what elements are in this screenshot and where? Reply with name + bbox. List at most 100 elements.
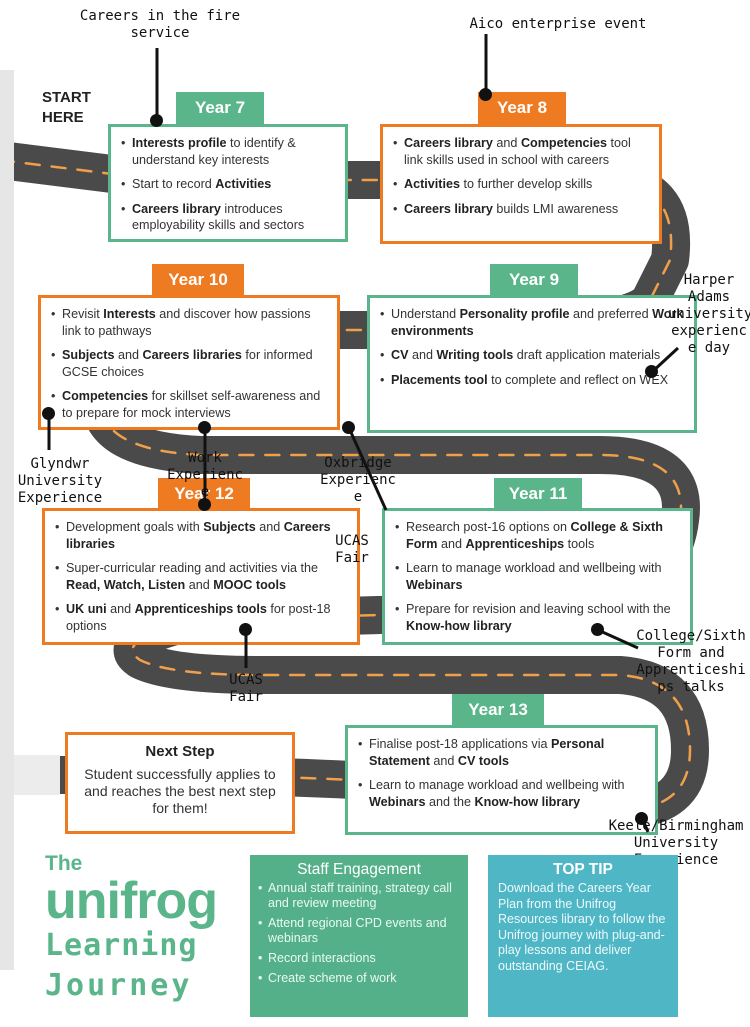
year11-card: Research post-16 options on College & Si…	[382, 508, 693, 645]
bullet-text: Learn to manage workload and wellbeing w…	[369, 778, 625, 792]
bullet-bold-text: Interests	[103, 307, 156, 321]
bullet-text: and	[255, 520, 284, 534]
bullet-bold-text: Careers library	[404, 201, 493, 216]
bullet-item: Competencies for skillset self-awareness…	[51, 388, 327, 421]
year11-list: Research post-16 options on College & Si…	[393, 519, 680, 634]
staff-item: Create scheme of work	[258, 971, 468, 986]
fire-service-pin	[150, 114, 163, 127]
bullet-item: Placements tool to complete and reflect …	[380, 372, 684, 389]
bullet-bold-text: Careers library	[404, 136, 493, 150]
bullet-text: for informed GCSE choices	[62, 348, 313, 379]
annotation-harper-adams: Harper Adams university experienc e day	[668, 272, 750, 356]
next-step-card: Next Step Student successfully applies t…	[65, 732, 295, 834]
brand-journey: Journey	[45, 968, 193, 1003]
top-tip-title: TOP TIP	[553, 861, 613, 878]
bullet-text: Revisit	[62, 307, 104, 321]
staff-engagement-title: Staff Engagement	[297, 861, 421, 878]
bullet-bold-text: Careers library	[132, 201, 221, 216]
bullet-item: Subjects and Careers libraries for infor…	[51, 347, 327, 380]
work-experience-pin-2	[198, 498, 211, 511]
year12-list: Development goals with Subjects and Care…	[53, 519, 347, 634]
ucas-fair-pin	[239, 623, 252, 636]
bullet-text: for post-18 options	[66, 602, 331, 633]
annotation-oxbridge: Oxbridge Experienc e	[320, 455, 396, 505]
bullet-bold-text: CV	[391, 348, 409, 362]
bullet-item: Research post-16 options on College & Si…	[395, 519, 680, 552]
bullet-bold-text: Competencies	[520, 136, 608, 150]
year9-tab: Year 9	[490, 264, 578, 296]
year12-card: Development goals with Subjects and Care…	[42, 508, 360, 645]
year8-tab: Year 8	[478, 92, 566, 124]
next-step-title: Next Step	[145, 743, 215, 760]
year8-list: Careers library and Competencies tool li…	[391, 135, 649, 217]
bullet-bold-text: College & Sixth Form	[406, 520, 663, 551]
bullet-item: Careers library introduces employability…	[121, 201, 335, 234]
year11-tab: Year 11	[494, 478, 582, 510]
annotation-work-experience: Work Experienc e	[167, 450, 243, 500]
staff-engagement-list: Annual staff training, strategy call and…	[250, 881, 468, 986]
bullet-text: Finalise post-18 applications via	[369, 737, 552, 751]
bullet-text: and	[114, 348, 143, 362]
bullet-item: Understand Personality profile and prefe…	[380, 306, 684, 339]
bullet-item: Careers library and Competencies tool li…	[393, 135, 649, 168]
bullet-item: CV and Writing tools draft application m…	[380, 347, 684, 364]
bullet-bold-text: Competencies	[62, 389, 149, 403]
bullet-bold-text: Writing tools	[436, 348, 514, 362]
bullet-text: Super-curricular reading and activities …	[66, 561, 318, 575]
annotation-ucas-fair-2: UCAS Fair	[229, 672, 263, 705]
aico-pin	[479, 88, 492, 101]
year13-list: Finalise post-18 applications via Person…	[356, 736, 645, 810]
bullet-text: and	[185, 577, 214, 592]
harper-pin	[645, 365, 658, 378]
bullet-text: and	[437, 536, 466, 551]
bullet-bold-text: Subjects	[62, 348, 115, 362]
bullet-text: tools	[564, 536, 595, 551]
bullet-bold-text: Work environments	[391, 307, 684, 338]
brand-learning: Learning	[45, 928, 198, 963]
bullet-item: UK uni and Apprenticeships tools for pos…	[55, 601, 347, 634]
bullet-text: and discover how passions link to pathwa…	[62, 307, 311, 338]
keele-pin	[635, 812, 648, 825]
bullet-text: and	[492, 136, 521, 150]
bullet-text: Research post-16 options on	[406, 520, 571, 534]
work-experience-pin	[198, 421, 211, 434]
bullet-text: Learn to manage workload and wellbeing w…	[406, 561, 662, 575]
start-here-label: START HERE	[42, 89, 91, 126]
staff-engagement-panel: Staff Engagement Annual staff training, …	[250, 855, 468, 1017]
bullet-bold-text: Webinars	[369, 794, 426, 809]
bullet-text: introduces employability skills and sect…	[132, 201, 305, 233]
bullet-bold-text: Interests profile	[132, 136, 227, 150]
bullet-text: Start to record	[132, 177, 216, 191]
brand-the: The	[45, 852, 83, 875]
bullet-text: tool link skills used in school with car…	[404, 136, 631, 167]
annotation-fire-service: Careers in the fire service	[79, 8, 241, 41]
bullet-bold-text: Know-how library	[406, 618, 512, 633]
year10-list: Revisit Interests and discover how passi…	[49, 306, 327, 421]
bullet-text: builds LMI awareness	[492, 201, 619, 216]
year9-list: Understand Personality profile and prefe…	[378, 306, 684, 388]
staff-item: Annual staff training, strategy call and…	[258, 881, 468, 911]
bullet-bold-text: Personality profile	[459, 307, 570, 321]
bullet-text: to identify & understand key interests	[132, 136, 296, 167]
staff-item: Record interactions	[258, 951, 468, 966]
bullet-bold-text: Personal Statement	[369, 737, 605, 768]
year13-tab: Year 13	[452, 694, 544, 726]
glyndwr-pin	[42, 407, 55, 420]
year7-tab: Year 7	[176, 92, 264, 124]
college-talks-pin	[591, 623, 604, 636]
bullet-bold-text: Careers libraries	[66, 520, 331, 551]
bullet-bold-text: Placements tool	[391, 372, 488, 387]
bullet-item: Activities to further develop skills	[393, 176, 649, 193]
year10-tab: Year 10	[152, 264, 244, 296]
unifrog-brand: The unifrog Learning Journey	[45, 852, 218, 1006]
annotation-ucas-fair-1: UCAS Fair	[335, 533, 369, 566]
bullet-bold-text: Know-how library	[474, 794, 581, 809]
year8-card: Careers library and Competencies tool li…	[380, 124, 662, 244]
bullet-item: Learn to manage workload and wellbeing w…	[358, 777, 645, 810]
bullet-text: and	[408, 348, 437, 362]
annotation-college-talks: College/Sixth Form and Apprenticeshi ps …	[636, 628, 746, 695]
bullet-bold-text: Apprenticeships	[465, 536, 565, 551]
bullet-text: Understand	[391, 307, 460, 321]
bullet-bold-text: Subjects	[203, 520, 256, 534]
bullet-bold-text: Activities	[215, 177, 272, 191]
